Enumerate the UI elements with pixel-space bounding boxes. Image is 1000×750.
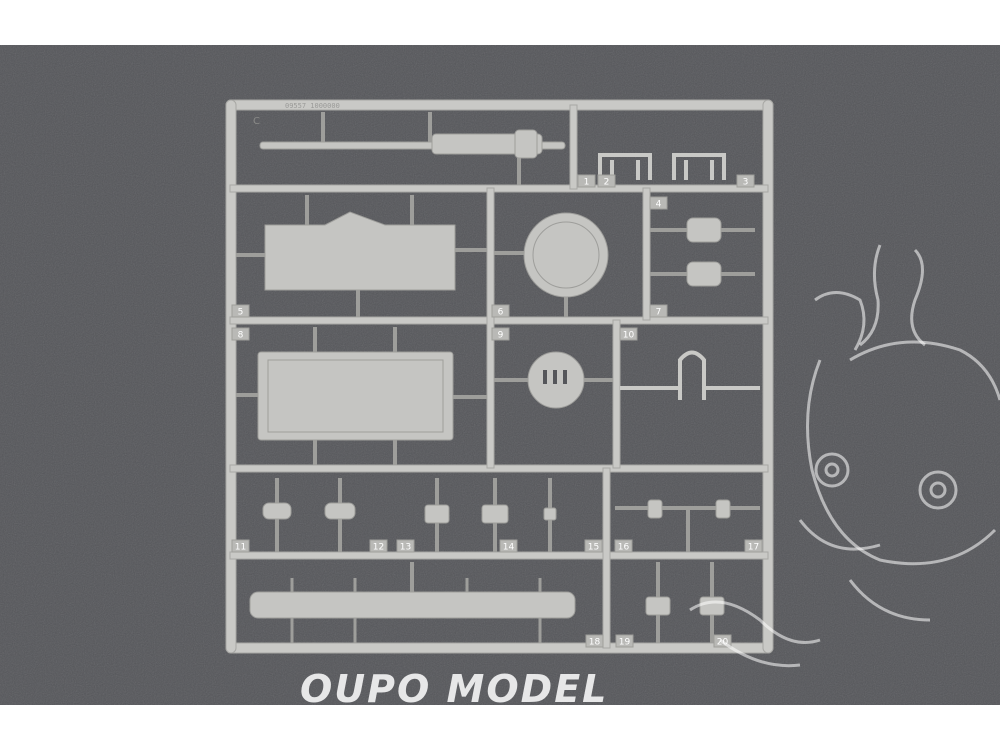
part-number-tag-bg bbox=[649, 196, 668, 210]
part-number-label: 16 bbox=[618, 543, 630, 553]
sprue-frame: C 09557 1000000 123456789101112131415161… bbox=[0, 45, 1000, 705]
part-plate-8 bbox=[236, 327, 487, 465]
sprue-runners bbox=[225, 99, 774, 654]
runner-left bbox=[225, 99, 237, 654]
part-number-label: 5 bbox=[238, 308, 244, 318]
part-number-tag-bg bbox=[649, 304, 668, 318]
part-number-tag-bg bbox=[584, 539, 603, 553]
part-block-19 bbox=[645, 562, 671, 643]
runner-bottom bbox=[225, 642, 774, 654]
part-knob-11 bbox=[262, 478, 292, 552]
part-number-tag-15: 15 bbox=[584, 539, 603, 553]
part-number-tag-3: 3 bbox=[736, 174, 755, 188]
part-number-tag-19: 19 bbox=[615, 634, 634, 648]
part-number-label: 9 bbox=[498, 331, 504, 341]
part-number-label: 11 bbox=[235, 543, 246, 553]
part-clip-3 bbox=[672, 153, 726, 180]
sprue-gate-letter: C bbox=[253, 116, 260, 127]
part-number-tag-2: 2 bbox=[597, 174, 616, 188]
part-number-tag-12: 12 bbox=[369, 539, 388, 553]
part-number-label: 6 bbox=[498, 308, 504, 318]
watermark-mascot bbox=[689, 244, 1000, 668]
part-number-label: 13 bbox=[400, 543, 411, 553]
part-number-tag-bg bbox=[619, 327, 638, 341]
part-number-tag-9: 9 bbox=[491, 327, 510, 341]
part-number-label: 14 bbox=[503, 543, 515, 553]
part-number-tag-16: 16 bbox=[614, 539, 633, 553]
part-number-tag-bg bbox=[577, 174, 596, 188]
part-number-tag-bg bbox=[369, 539, 388, 553]
runner-v5 bbox=[602, 467, 611, 649]
part-number-tag-bg bbox=[736, 174, 755, 188]
part-number-label: 18 bbox=[589, 638, 601, 648]
part-tube-18 bbox=[249, 562, 576, 643]
part-cylinder-7 bbox=[650, 261, 755, 287]
runner-v1 bbox=[569, 104, 578, 190]
part-number-label: 15 bbox=[588, 543, 599, 553]
part-number-label: 7 bbox=[656, 308, 662, 318]
part-number-tag-10: 10 bbox=[619, 327, 638, 341]
part-pin-15 bbox=[543, 478, 557, 552]
part-number-tag-bg bbox=[491, 304, 510, 318]
runner-h3 bbox=[229, 464, 769, 473]
part-number-label: 10 bbox=[623, 331, 635, 341]
watermark-text: OUPO MODEL bbox=[300, 667, 608, 705]
part-number-tag-bg bbox=[585, 634, 604, 648]
part-number-tag-bg bbox=[614, 539, 633, 553]
part-cylinder-4 bbox=[650, 217, 755, 243]
part-number-tag-8: 8 bbox=[231, 327, 250, 341]
part-disc-6 bbox=[494, 212, 609, 317]
part-number-tag-13: 13 bbox=[396, 539, 415, 553]
runner-h2 bbox=[229, 316, 769, 325]
part-number-tag-6: 6 bbox=[491, 304, 510, 318]
part-number-tag-bg bbox=[615, 634, 634, 648]
part-number-label: 12 bbox=[373, 543, 384, 553]
runner-v4 bbox=[612, 319, 621, 469]
part-number-tag-18: 18 bbox=[585, 634, 604, 648]
part-number-tag-7: 7 bbox=[649, 304, 668, 318]
part-number-tag-bg bbox=[231, 539, 250, 553]
part-number-tag-14: 14 bbox=[499, 539, 518, 553]
part-number-tag-bg bbox=[231, 304, 250, 318]
part-number-label: 17 bbox=[748, 543, 759, 553]
part-number-tag-bg bbox=[499, 539, 518, 553]
part-number-tag-11: 11 bbox=[231, 539, 250, 553]
part-number-label: 2 bbox=[604, 178, 610, 188]
part-number-tag-bg bbox=[597, 174, 616, 188]
runner-right bbox=[762, 99, 774, 654]
part-block-14 bbox=[481, 478, 509, 552]
runner-v3 bbox=[642, 187, 651, 321]
runner-h4 bbox=[229, 551, 769, 560]
part-block-13 bbox=[424, 478, 450, 552]
part-rod-top bbox=[259, 112, 566, 185]
part-number-tag-4: 4 bbox=[649, 196, 668, 210]
part-linkage-16-17 bbox=[615, 499, 760, 552]
part-number-label: 3 bbox=[743, 178, 749, 188]
part-number-tag-5: 5 bbox=[231, 304, 250, 318]
sprue-part-code: 09557 1000000 bbox=[285, 102, 340, 110]
runner-h1 bbox=[229, 184, 769, 193]
part-knob-12 bbox=[324, 478, 356, 552]
part-number-label: 8 bbox=[238, 331, 244, 341]
part-disc-9 bbox=[494, 351, 613, 409]
part-bracket-5 bbox=[236, 195, 487, 317]
part-number-label: 19 bbox=[619, 638, 631, 648]
part-number-tag-bg bbox=[744, 539, 763, 553]
part-fork-10 bbox=[620, 350, 760, 400]
part-number-label: 4 bbox=[656, 200, 662, 210]
part-number-tag-bg bbox=[396, 539, 415, 553]
part-number-tag-bg bbox=[491, 327, 510, 341]
part-number-tag-17: 17 bbox=[744, 539, 763, 553]
part-number-tag-bg bbox=[231, 327, 250, 341]
part-number-tag-1: 1 bbox=[577, 174, 596, 188]
part-number-label: 1 bbox=[584, 178, 590, 188]
